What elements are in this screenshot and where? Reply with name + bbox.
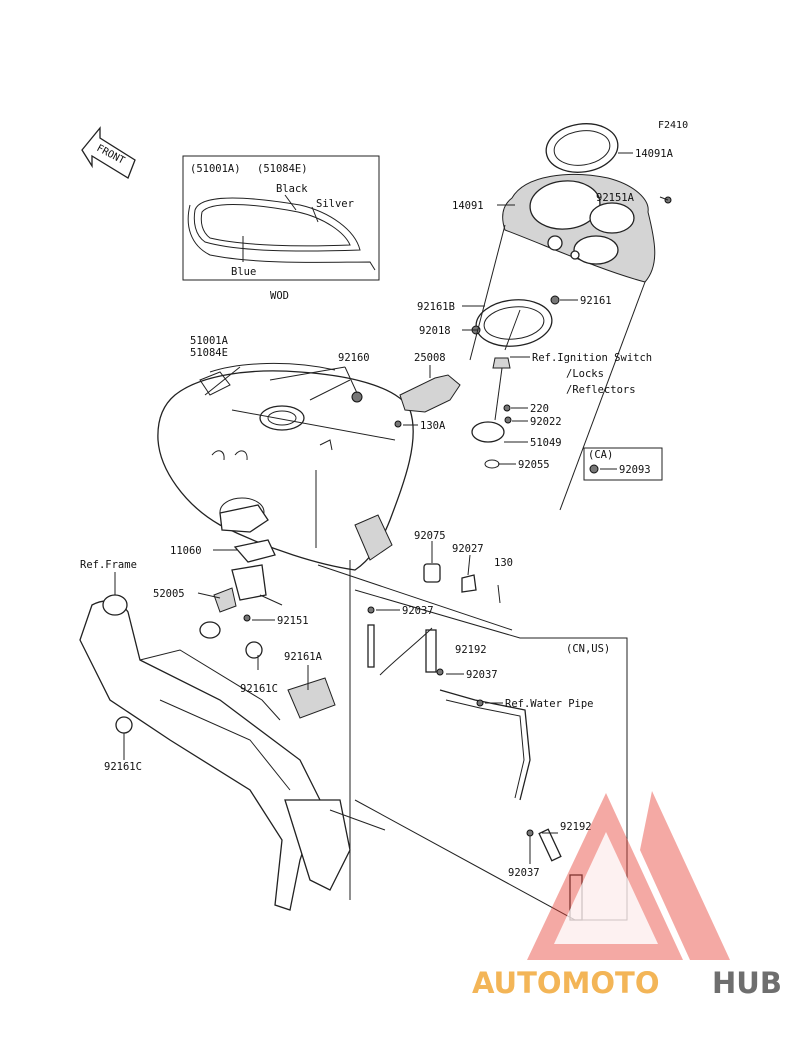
callout-92075: 92075 [414,530,446,542]
callout-92161: 92161 [580,295,612,307]
stripe-black-label: Black [276,183,308,195]
ref-water-pipe-label: Ref.Water Pipe [505,698,594,710]
callout-92037-b: 92037 [466,669,498,681]
ref-ignition-line-3: /Reflectors [566,384,636,396]
callout-92192-a: 92192 [455,644,487,656]
figure-code: F2410 [658,120,688,131]
callout-52005: 52005 [153,588,185,600]
reference-labels: Ref.Ignition Switch /Locks /Reflectors R… [80,352,652,710]
region-tag-ca: (CA) [588,449,613,461]
region-tag-cn-us: (CN,US) [566,643,610,655]
ref-frame-label: Ref.Frame [80,559,137,571]
callout-92027: 92027 [452,543,484,555]
leader-lines [114,152,669,864]
callout-51001A: 51001A [190,335,229,347]
meter-cover-assembly [469,123,672,511]
callout-11060: 11060 [170,545,202,557]
callout-130A: 130A [420,420,446,432]
callout-220: 220 [530,403,549,415]
color-inset: (51001A) (51084E) Black Silver Blue WOD [182,155,380,302]
callout-92093: 92093 [619,464,651,476]
callout-92151: 92151 [277,615,309,627]
callout-92161A: 92161A [284,651,323,663]
callout-92161C-a: 92161C [240,683,278,695]
ignition-cap-parts [471,357,663,481]
inset-code-1: (51001A) [190,163,241,175]
callout-92037-a: 92037 [402,605,434,617]
automotohub-watermark: AUTOMOTO HUB [472,791,782,1000]
callout-51084E: 51084E [190,347,228,359]
ref-ignition-line-2: /Locks [566,368,604,380]
stripe-silver-label: Silver [316,198,354,210]
callout-labels: 14091A 14091 92151A 92161B 92161 92018 5… [104,148,674,879]
automotohub-logo-icon [527,791,730,960]
watermark-text-2: HUB [712,966,782,1000]
front-arrow-icon: FRONT [81,126,136,179]
callout-92161B: 92161B [417,301,455,313]
callout-92018: 92018 [419,325,451,337]
frame [79,594,386,911]
hose-and-pipe-parts [317,563,628,921]
watermark-text-1: AUTOMOTO [472,966,659,1000]
ref-ignition-line-1: Ref.Ignition Switch [532,352,652,364]
callout-14091A: 14091A [635,148,674,160]
stripe-blue-label: Blue [231,266,256,278]
callout-92151A: 92151A [596,192,635,204]
callout-51049: 51049 [530,437,562,449]
callout-92160: 92160 [338,352,370,364]
callout-92022: 92022 [530,416,562,428]
callout-92161C-b: 92161C [104,761,142,773]
callout-92192-b: 92192 [560,821,592,833]
inset-caption: WOD [270,290,289,302]
callout-14091: 14091 [452,200,484,212]
callout-92055: 92055 [518,459,550,471]
fuel-pump [199,504,283,639]
callout-130: 130 [494,557,513,569]
callout-25008: 25008 [414,352,446,364]
callout-92037-c: 92037 [508,867,540,879]
inset-code-2: (51084E) [257,163,308,175]
